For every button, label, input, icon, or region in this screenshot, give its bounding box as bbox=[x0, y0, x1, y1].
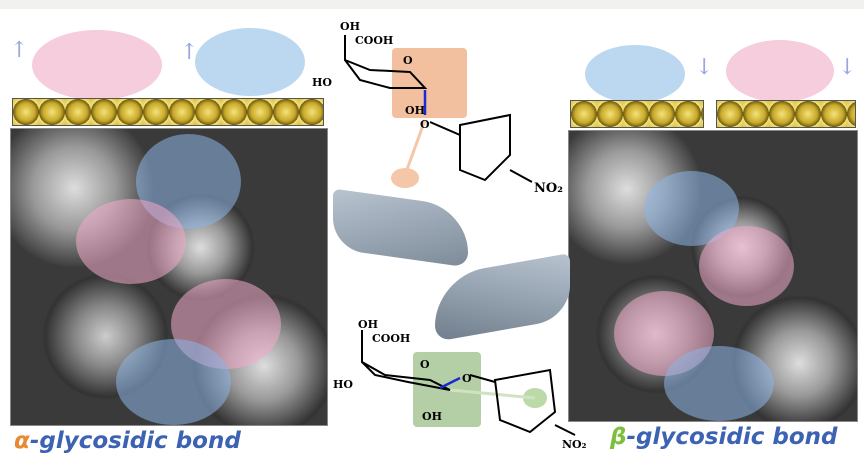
no2-label: NO₂ bbox=[534, 181, 563, 196]
ring-o-label: O bbox=[420, 358, 430, 371]
link-o-label: O bbox=[462, 372, 472, 385]
beta-bond-label: β-glycosidic bond bbox=[610, 424, 837, 450]
gold-surface-right-2 bbox=[716, 100, 856, 128]
gold-surface-right-1 bbox=[570, 100, 704, 128]
left-arrow-up-1: ↑ bbox=[10, 38, 29, 63]
stm-image-beta bbox=[568, 130, 858, 422]
alpha-symbol: α bbox=[14, 428, 30, 454]
pink-molecule-bubble bbox=[32, 30, 162, 100]
blue-molecule-bubble-right bbox=[585, 45, 685, 103]
oh-bottom-label: OH bbox=[422, 410, 442, 423]
cooh-label: COOH bbox=[372, 332, 410, 345]
oh-label: OH bbox=[358, 320, 378, 331]
beta-label-text: -glycosidic bond bbox=[626, 424, 838, 450]
link-o-label: O bbox=[420, 118, 430, 131]
blue-molecule-bubble bbox=[195, 28, 305, 96]
cooh-label: COOH bbox=[355, 34, 393, 47]
stm-image-alpha bbox=[10, 128, 328, 426]
beta-structure: OH COOH O HO OH O NO₂ bbox=[333, 320, 587, 451]
alpha-structure: OH COOH O HO OH O NO₂ bbox=[312, 20, 563, 196]
oh-bottom-label: OH bbox=[405, 104, 425, 117]
left-arrow-up-2: ↑ bbox=[180, 40, 199, 65]
pink-molecule-bubble-right bbox=[726, 40, 834, 102]
alpha-label-text: -glycosidic bond bbox=[29, 428, 241, 454]
top-bar bbox=[0, 0, 864, 9]
gold-surface-left bbox=[12, 98, 324, 126]
ho-label: HO bbox=[312, 76, 332, 89]
oh-label: OH bbox=[340, 20, 360, 33]
beta-symbol: β bbox=[610, 424, 627, 450]
ho-label: HO bbox=[333, 378, 353, 391]
right-arrow-down-2: ↓ bbox=[838, 55, 857, 80]
ring-o-label: O bbox=[403, 54, 413, 67]
alpha-bond-label: α-glycosidic bond bbox=[14, 428, 241, 454]
right-arrow-down-1: ↓ bbox=[695, 55, 714, 80]
no2-label: NO₂ bbox=[562, 438, 587, 451]
